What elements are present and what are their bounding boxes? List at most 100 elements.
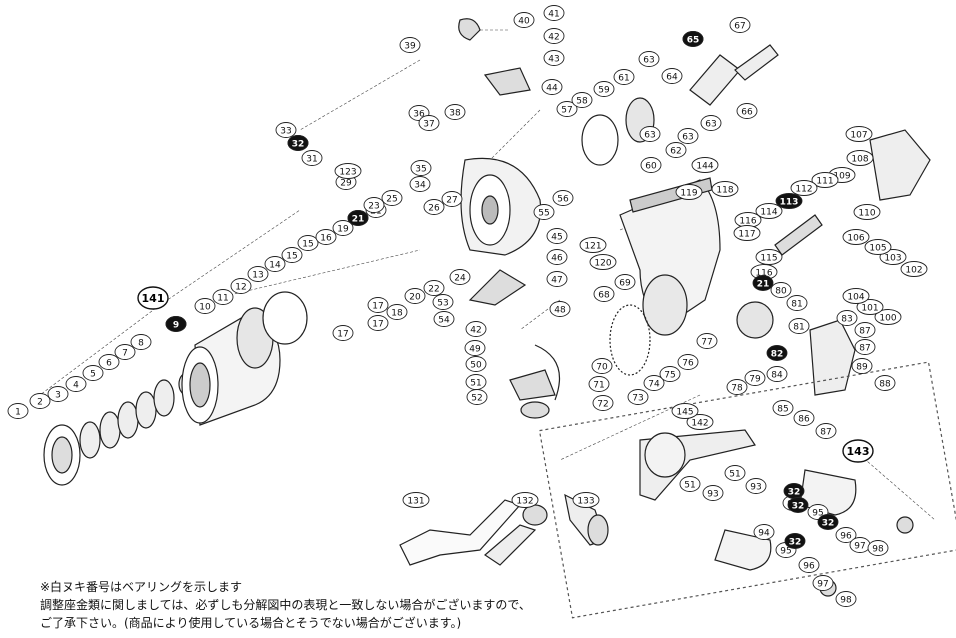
svg-text:116: 116 — [739, 217, 756, 227]
svg-text:61: 61 — [618, 74, 629, 84]
spool-assembly — [43, 291, 308, 486]
leader-line — [229, 249, 421, 296]
svg-text:24: 24 — [454, 274, 466, 284]
svg-text:9: 9 — [173, 321, 179, 331]
svg-text:32: 32 — [788, 488, 801, 498]
svg-text:6: 6 — [106, 359, 112, 369]
svg-text:89: 89 — [856, 363, 868, 373]
part-label: 37 — [418, 115, 440, 131]
rotor-assembly — [458, 18, 561, 419]
svg-text:32: 32 — [822, 519, 835, 529]
part-label: 93 — [702, 485, 724, 501]
svg-text:83: 83 — [841, 315, 852, 325]
part-label: 17 — [332, 325, 354, 341]
spare-parts — [399, 493, 609, 566]
svg-text:38: 38 — [449, 109, 461, 119]
svg-text:37: 37 — [423, 120, 434, 130]
part-label: 51 — [724, 465, 746, 481]
svg-text:96: 96 — [803, 562, 815, 572]
part-label: 12 — [230, 278, 252, 294]
part-label: 5 — [82, 365, 104, 381]
svg-text:103: 103 — [884, 254, 901, 264]
svg-text:97: 97 — [817, 580, 828, 590]
svg-text:55: 55 — [538, 209, 549, 219]
part-label: 87 — [815, 423, 837, 439]
svg-text:57: 57 — [561, 106, 572, 116]
svg-text:42: 42 — [470, 326, 481, 336]
leader-line — [39, 304, 161, 396]
svg-text:114: 114 — [760, 208, 777, 218]
part-label: 89 — [851, 358, 873, 374]
svg-text:104: 104 — [847, 293, 864, 303]
part-label: 33 — [275, 122, 297, 138]
svg-text:131: 131 — [407, 497, 424, 507]
part-label: 75 — [659, 366, 681, 382]
svg-text:112: 112 — [795, 185, 812, 195]
part-label: 52 — [466, 389, 488, 405]
part-label: 97 — [812, 575, 834, 591]
svg-text:76: 76 — [682, 359, 694, 369]
svg-text:44: 44 — [546, 84, 558, 94]
part-label: 144 — [691, 157, 719, 173]
svg-text:113: 113 — [780, 198, 799, 208]
part-label: 96 — [798, 557, 820, 573]
leader-line — [299, 59, 421, 131]
svg-text:17: 17 — [372, 302, 383, 312]
part-label: 111 — [811, 172, 839, 188]
svg-text:95: 95 — [812, 509, 823, 519]
svg-text:58: 58 — [576, 97, 588, 107]
part-label: 25 — [381, 190, 403, 206]
part-label: 100 — [874, 309, 902, 325]
part-label: 42 — [465, 321, 487, 337]
svg-text:95: 95 — [780, 547, 791, 557]
part-label: 47 — [546, 271, 568, 287]
svg-text:43: 43 — [548, 55, 559, 65]
svg-text:10: 10 — [199, 303, 211, 313]
part-label: 54 — [433, 311, 455, 327]
part-label: 17 — [367, 315, 389, 331]
part-label: 68 — [593, 286, 615, 302]
part-label: 3 — [47, 386, 69, 402]
bearing-label: 113 — [775, 193, 803, 209]
part-label: 80 — [770, 282, 792, 298]
group-label: 143 — [842, 439, 874, 463]
svg-text:67: 67 — [734, 22, 745, 32]
part-label: 64 — [661, 68, 683, 84]
handle-knob-132 — [484, 524, 537, 566]
svg-text:48: 48 — [554, 306, 566, 316]
svg-text:35: 35 — [415, 165, 426, 175]
part-label: 103 — [879, 249, 907, 265]
svg-text:81: 81 — [791, 300, 802, 310]
part-label: 66 — [736, 103, 758, 119]
svg-text:63: 63 — [682, 133, 693, 143]
svg-text:74: 74 — [648, 380, 660, 390]
bearing-label: 32 — [783, 483, 805, 499]
part-label: 118 — [711, 181, 739, 197]
svg-text:97: 97 — [854, 542, 865, 552]
svg-text:116: 116 — [755, 269, 772, 279]
part-label: 38 — [444, 104, 466, 120]
part-label: 85 — [772, 400, 794, 416]
part-label: 22 — [423, 280, 445, 296]
part-label: 46 — [546, 249, 568, 265]
svg-text:13: 13 — [252, 271, 263, 281]
part-label: 120 — [589, 254, 617, 270]
svg-text:34: 34 — [414, 181, 426, 191]
svg-text:3: 3 — [55, 391, 61, 401]
svg-text:72: 72 — [597, 400, 608, 410]
svg-text:51: 51 — [729, 470, 740, 480]
part-label: 34 — [409, 176, 431, 192]
svg-text:16: 16 — [320, 234, 332, 244]
part-label: 79 — [744, 370, 766, 386]
part-label: 61 — [613, 69, 635, 85]
part-label: 6 — [98, 354, 120, 370]
part-label: 55 — [533, 204, 555, 220]
part-label: 117 — [733, 225, 761, 241]
part-label: 26 — [423, 199, 445, 215]
svg-text:101: 101 — [861, 304, 878, 314]
washer-note: 調整座金類に関しましては、必ずしも分解図中の表現と一致しない場合がございますので… — [40, 598, 531, 612]
part-label: 101 — [856, 299, 884, 315]
part-label: 93 — [745, 478, 767, 494]
svg-text:45: 45 — [551, 233, 562, 243]
washer-note-continued: ご了承下さい。(商品により使用している場合とそうでない場合がございます。) — [40, 616, 462, 630]
